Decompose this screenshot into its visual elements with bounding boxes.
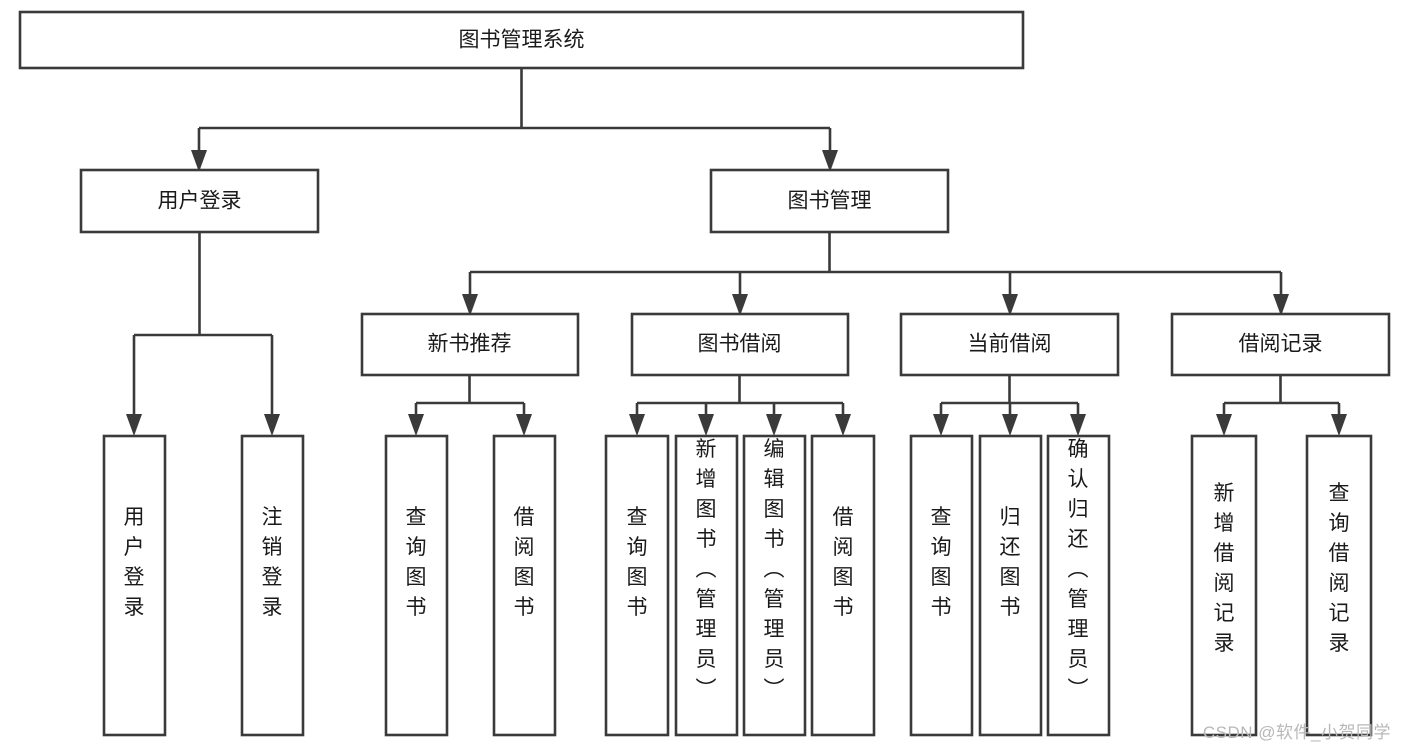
leaf-bw-add-book[interactable]: 新增图书︵管理员︶ [674,434,739,737]
arrow-bw-leaf-3 [766,414,782,436]
node-book-manage-box[interactable] [709,168,950,234]
arrow-root-to-bookmanage [822,150,838,172]
arrow-bw-leaf-1 [629,414,645,436]
node-new-book-recommend[interactable]: 新书推荐 [360,312,580,377]
leaf-cu-confirm-return-label: 确认归还︵管理员︶ [1068,438,1089,701]
leaf-logout-label: 注销登录 [262,506,283,619]
arrow-bw-leaf-2 [698,414,714,436]
leaf-bw-add-book-label: 新增图书︵管理员︶ [696,438,717,701]
leaf-bw-edit-book-label: 编辑图书︵管理员︶ [764,438,785,701]
node-user-login-label: 用户登录 [158,190,242,213]
leaf-bw-edit-book[interactable]: 编辑图书︵管理员︶ [742,434,807,737]
node-book-manage-label: 图书管理 [788,190,872,213]
arrow-rc-leaf-1 [1216,414,1232,436]
leaf-bw-query-book-label: 查询图书 [627,506,648,619]
leaf-cu-confirm-return[interactable]: 确认归还︵管理员︶ [1046,434,1111,737]
arrow-userlogin-leaf-1 [126,414,142,436]
node-new-book-recommend-label: 新书推荐 [428,333,512,356]
arrow-bw-leaf-4 [835,414,851,436]
node-root-title-box[interactable] [18,10,1025,70]
node-book-borrow-label: 图书借阅 [698,333,782,356]
arrow-bm-to-current [1002,294,1018,316]
arrow-bm-to-record [1273,294,1289,316]
leaf-nb-query-book-label: 查询图书 [406,506,427,619]
leaf-nb-borrow-book-label: 借阅图书 [514,506,535,619]
leaf-cu-query-book-box[interactable] [909,434,974,737]
arrow-cu-leaf-2 [1002,414,1018,436]
leaf-bw-query-book-box[interactable] [604,434,670,737]
node-borrow-record-box[interactable] [1170,312,1391,377]
leaf-user-login-box[interactable] [102,434,167,737]
node-user-login-box[interactable] [79,168,320,234]
arrow-root-to-userlogin [191,150,207,172]
node-root-title[interactable]: 图书管理系统 [18,10,1025,70]
leaf-cu-query-book[interactable]: 查询图书 [909,434,974,737]
leaf-bw-borrow-book-label: 借阅图书 [833,506,854,619]
leaf-cu-return-book-box[interactable] [978,434,1043,737]
arrow-nb-leaf-2 [516,414,532,436]
leaf-cu-return-book[interactable]: 归还图书 [978,434,1043,737]
leaf-rc-add-record[interactable]: 新增借阅记录 [1190,434,1258,737]
leaf-user-login[interactable]: 用户登录 [102,434,167,737]
arrow-cu-leaf-3 [1070,414,1086,436]
leaf-cu-confirm-return-box[interactable] [1046,434,1111,737]
node-current-borrow-box[interactable] [899,312,1120,377]
leaf-nb-borrow-book-box[interactable] [492,434,557,737]
arrow-userlogin-leaf-2 [264,414,280,436]
connector-layer [126,68,1347,436]
node-borrow-record[interactable]: 借阅记录 [1170,312,1391,377]
node-book-manage[interactable]: 图书管理 [709,168,950,234]
leaf-rc-query-record-label: 查询借阅记录 [1329,482,1350,655]
leaf-rc-add-record-box[interactable] [1190,434,1258,737]
leaf-logout-box[interactable] [240,434,305,737]
leaf-bw-add-book-box[interactable] [674,434,739,737]
node-user-login[interactable]: 用户登录 [79,168,320,234]
arrow-bm-to-borrow [732,294,748,316]
node-current-borrow-label: 当前借阅 [968,333,1052,356]
node-book-borrow-box[interactable] [630,312,850,377]
leaf-cu-return-book-label: 归还图书 [1000,506,1021,619]
leaf-rc-query-record[interactable]: 查询借阅记录 [1305,434,1373,737]
node-root-title-label: 图书管理系统 [459,29,585,52]
leaf-nb-borrow-book[interactable]: 借阅图书 [492,434,557,737]
node-borrow-record-label: 借阅记录 [1239,333,1323,356]
arrow-rc-leaf-2 [1331,414,1347,436]
leaf-bw-edit-book-box[interactable] [742,434,807,737]
arrow-nb-leaf-1 [408,414,424,436]
leaf-bw-query-book[interactable]: 查询图书 [604,434,670,737]
arrow-cu-leaf-1 [933,414,949,436]
node-book-borrow[interactable]: 图书借阅 [630,312,850,377]
leaf-nb-query-book[interactable]: 查询图书 [384,434,449,737]
leaf-rc-query-record-box[interactable] [1305,434,1373,737]
leaf-logout[interactable]: 注销登录 [240,434,305,737]
leaf-bw-borrow-book[interactable]: 借阅图书 [810,434,876,737]
leaf-nb-query-book-box[interactable] [384,434,449,737]
arrow-bm-to-newbook [462,294,478,316]
node-current-borrow[interactable]: 当前借阅 [899,312,1120,377]
node-new-book-recommend-box[interactable] [360,312,580,377]
leaf-cu-query-book-label: 查询图书 [931,506,952,619]
leaf-bw-borrow-book-box[interactable] [810,434,876,737]
leaf-rc-add-record-label: 新增借阅记录 [1214,482,1235,655]
leaf-user-login-label: 用户登录 [124,506,145,619]
